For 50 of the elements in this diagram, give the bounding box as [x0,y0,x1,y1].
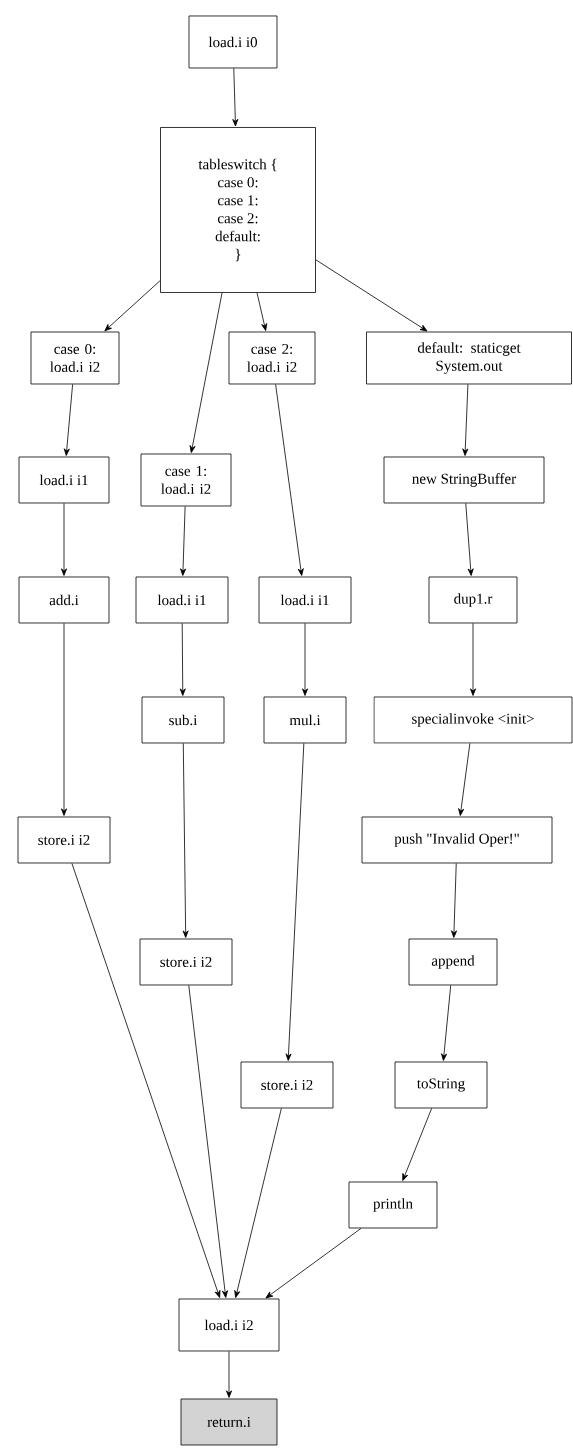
arrow [451,863,457,938]
instruction-box: load.i i2 [178,1298,280,1352]
arrow [265,1228,362,1299]
arrow [182,743,189,938]
instruction-box: store.i i2 [240,1061,334,1109]
instruction-box: add.i [18,576,110,624]
arrow [179,623,186,696]
arrow [61,623,67,816]
instruction-box: load.i i1 [258,576,352,624]
arrow [180,506,187,576]
arrow [462,384,469,456]
arrow [226,1351,232,1398]
instruction-box: println [348,1181,438,1229]
arrow [302,623,308,696]
instruction-box: default: staticget System.out [366,331,572,385]
instruction-box: specialinvoke <init> [373,696,573,744]
instruction-box: load.i i1 [18,456,110,504]
arrow [402,1108,433,1181]
instruction-box: new StringBuffer [383,456,545,504]
arrow [61,503,67,576]
arrow [189,292,223,453]
arrow [104,280,161,332]
instruction-box: store.i i2 [17,816,111,864]
arrow [470,623,476,696]
arrow [188,985,228,1298]
instruction-box: case 2: load.i i2 [228,331,316,385]
instruction-box: load.i i1 [135,576,229,624]
arrow [465,503,474,576]
switch-box: tableswitch { case 0: case 1: case 2: default: } [160,127,316,293]
arrow [232,67,239,127]
instruction-box: mul.i [263,696,347,744]
arrow [275,384,304,576]
arrow [256,292,268,331]
instruction-box: toString [394,1061,488,1109]
instruction-box: append [408,938,498,986]
instruction-box: store.i i2 [139,938,233,986]
arrow [441,985,452,1061]
arrow [63,384,74,456]
arrow [71,863,221,1298]
arrow [315,259,428,332]
arrow [285,743,305,1061]
arrow [458,743,471,816]
instruction-box: sub.i [141,696,225,744]
instruction-box: push "Invalid Oper!" [361,816,553,864]
instruction-box: case 0: load.i i2 [30,331,120,385]
arrow [234,1108,282,1298]
instruction-box: case 1: load.i i2 [140,453,232,507]
return-box: return.i [180,1398,278,1446]
instruction-box: dup1.r [428,576,518,624]
instruction-box: load.i i0 [188,15,278,69]
